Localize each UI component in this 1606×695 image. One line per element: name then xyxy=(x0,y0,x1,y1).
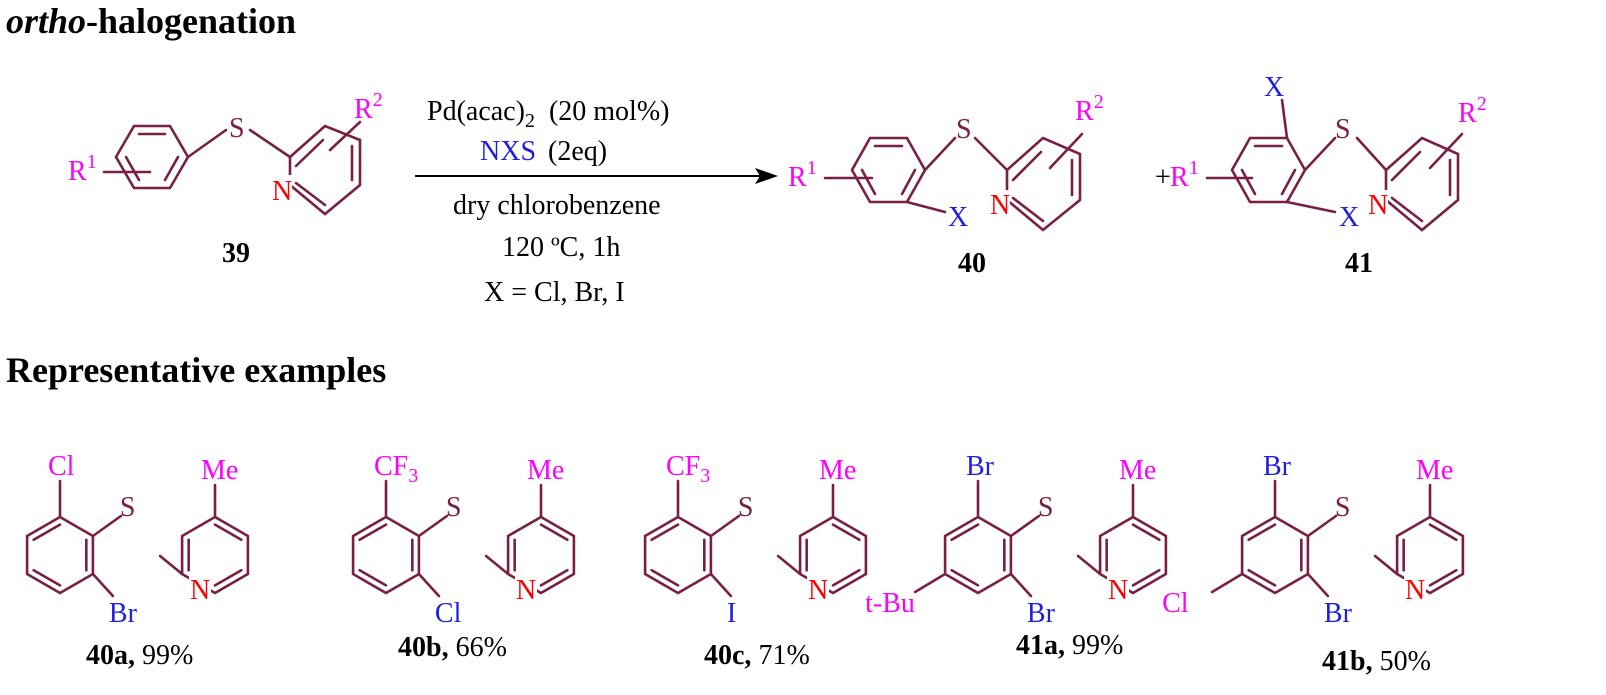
example-label: 40a, 99% xyxy=(86,640,193,671)
halogen-x-top: X xyxy=(1264,72,1284,103)
r1-substituent: R1 xyxy=(788,157,817,193)
benzene-ring xyxy=(25,515,95,595)
sulfur-atom: S xyxy=(956,114,972,145)
compound-41: N S X X R1 R2 41 xyxy=(1170,72,1487,279)
nitrogen-atom: N xyxy=(808,575,828,606)
nitrogen-atom: N xyxy=(272,176,292,207)
pyridine-ring xyxy=(1384,136,1460,232)
sulfur-atom: S xyxy=(229,113,245,144)
compound-39: N S R1 R2 39 xyxy=(68,89,383,269)
r2-substituent: R2 xyxy=(1458,93,1487,129)
nitrogen-atom: N xyxy=(1108,575,1128,606)
title-rest: -halogenation xyxy=(86,1,296,41)
methyl-group: Me xyxy=(201,455,238,486)
r2-substituent: R2 xyxy=(1075,91,1104,127)
section-title: ortho-halogenation xyxy=(6,1,296,41)
solvent-label: dry chlorobenzene xyxy=(453,190,661,221)
r2-substituent: R2 xyxy=(354,89,383,125)
top-substituent: Br xyxy=(966,451,995,482)
nitrogen-atom: N xyxy=(1405,575,1425,606)
compound-number-40: 40 xyxy=(958,248,986,279)
reaction-conditions: Pd(acac)2(20 mol%) NXS(2eq) dry chlorobe… xyxy=(415,96,778,308)
sulfur-atom: S xyxy=(446,492,462,523)
nitrogen-atom: N xyxy=(990,190,1010,221)
benzene-ring xyxy=(943,515,1013,595)
top-substituent: Br xyxy=(1263,451,1292,482)
halogen-x: X xyxy=(948,202,968,233)
title-italic: ortho xyxy=(6,1,86,41)
pyridine-ring xyxy=(288,124,362,216)
example-label: 41b, 50% xyxy=(1322,646,1431,677)
nitrogen-atom: N xyxy=(190,575,210,606)
methyl-group: Me xyxy=(1416,455,1453,486)
top-substituent: CF3 xyxy=(666,451,710,487)
benzene-ring xyxy=(114,124,190,190)
sulfur-atom: S xyxy=(738,492,754,523)
methyl-group: Me xyxy=(527,455,564,486)
para-substituent: t-Bu xyxy=(865,588,915,619)
compound-number-39: 39 xyxy=(222,238,250,269)
example-label: 40c, 71% xyxy=(704,640,810,671)
benzene-ring xyxy=(351,515,421,595)
sulfur-atom: S xyxy=(120,492,136,523)
bottom-substituent: Br xyxy=(1027,598,1056,629)
examples-heading: Representative examples xyxy=(6,350,386,390)
bottom-substituent: Br xyxy=(1324,598,1353,629)
para-substituent: Cl xyxy=(1162,588,1189,619)
nitrogen-atom: N xyxy=(516,575,536,606)
sulfur-atom: S xyxy=(1335,114,1351,145)
catalyst-label: Pd(acac)2(20 mol%) xyxy=(427,96,669,132)
r1-substituent: R1 xyxy=(68,151,97,187)
pyridine-ring xyxy=(1005,136,1082,232)
methyl-group: Me xyxy=(1119,455,1156,486)
example-label: 40b, 66% xyxy=(398,632,507,663)
sulfur-atom: S xyxy=(1038,492,1054,523)
bottom-substituent: Br xyxy=(109,598,138,629)
benzene-ring xyxy=(643,515,713,595)
compound-40: N S X R1 R2 40 xyxy=(788,91,1104,279)
bottom-substituent: I xyxy=(727,598,736,629)
top-substituent: CF3 xyxy=(374,451,418,487)
nitrogen-atom: N xyxy=(1368,190,1388,221)
compound-number-41: 41 xyxy=(1345,248,1373,279)
sulfur-atom: S xyxy=(1335,492,1351,523)
r1-substituent: R1 xyxy=(1170,157,1199,193)
methyl-group: Me xyxy=(819,455,856,486)
r2-bond xyxy=(328,120,362,152)
arrow-head xyxy=(755,168,778,184)
halogen-definition: X = Cl, Br, I xyxy=(484,277,625,308)
halogen-x-bottom: X xyxy=(1339,202,1359,233)
plus-sign: + xyxy=(1155,162,1171,193)
top-substituent: Cl xyxy=(48,451,75,482)
benzene-ring xyxy=(1240,515,1310,595)
example-label: 41a, 99% xyxy=(1016,630,1123,661)
temperature-label: 120 ºC, 1h xyxy=(502,232,620,263)
bottom-substituent: Cl xyxy=(435,598,462,629)
reagent-label: NXS(2eq) xyxy=(480,136,607,167)
